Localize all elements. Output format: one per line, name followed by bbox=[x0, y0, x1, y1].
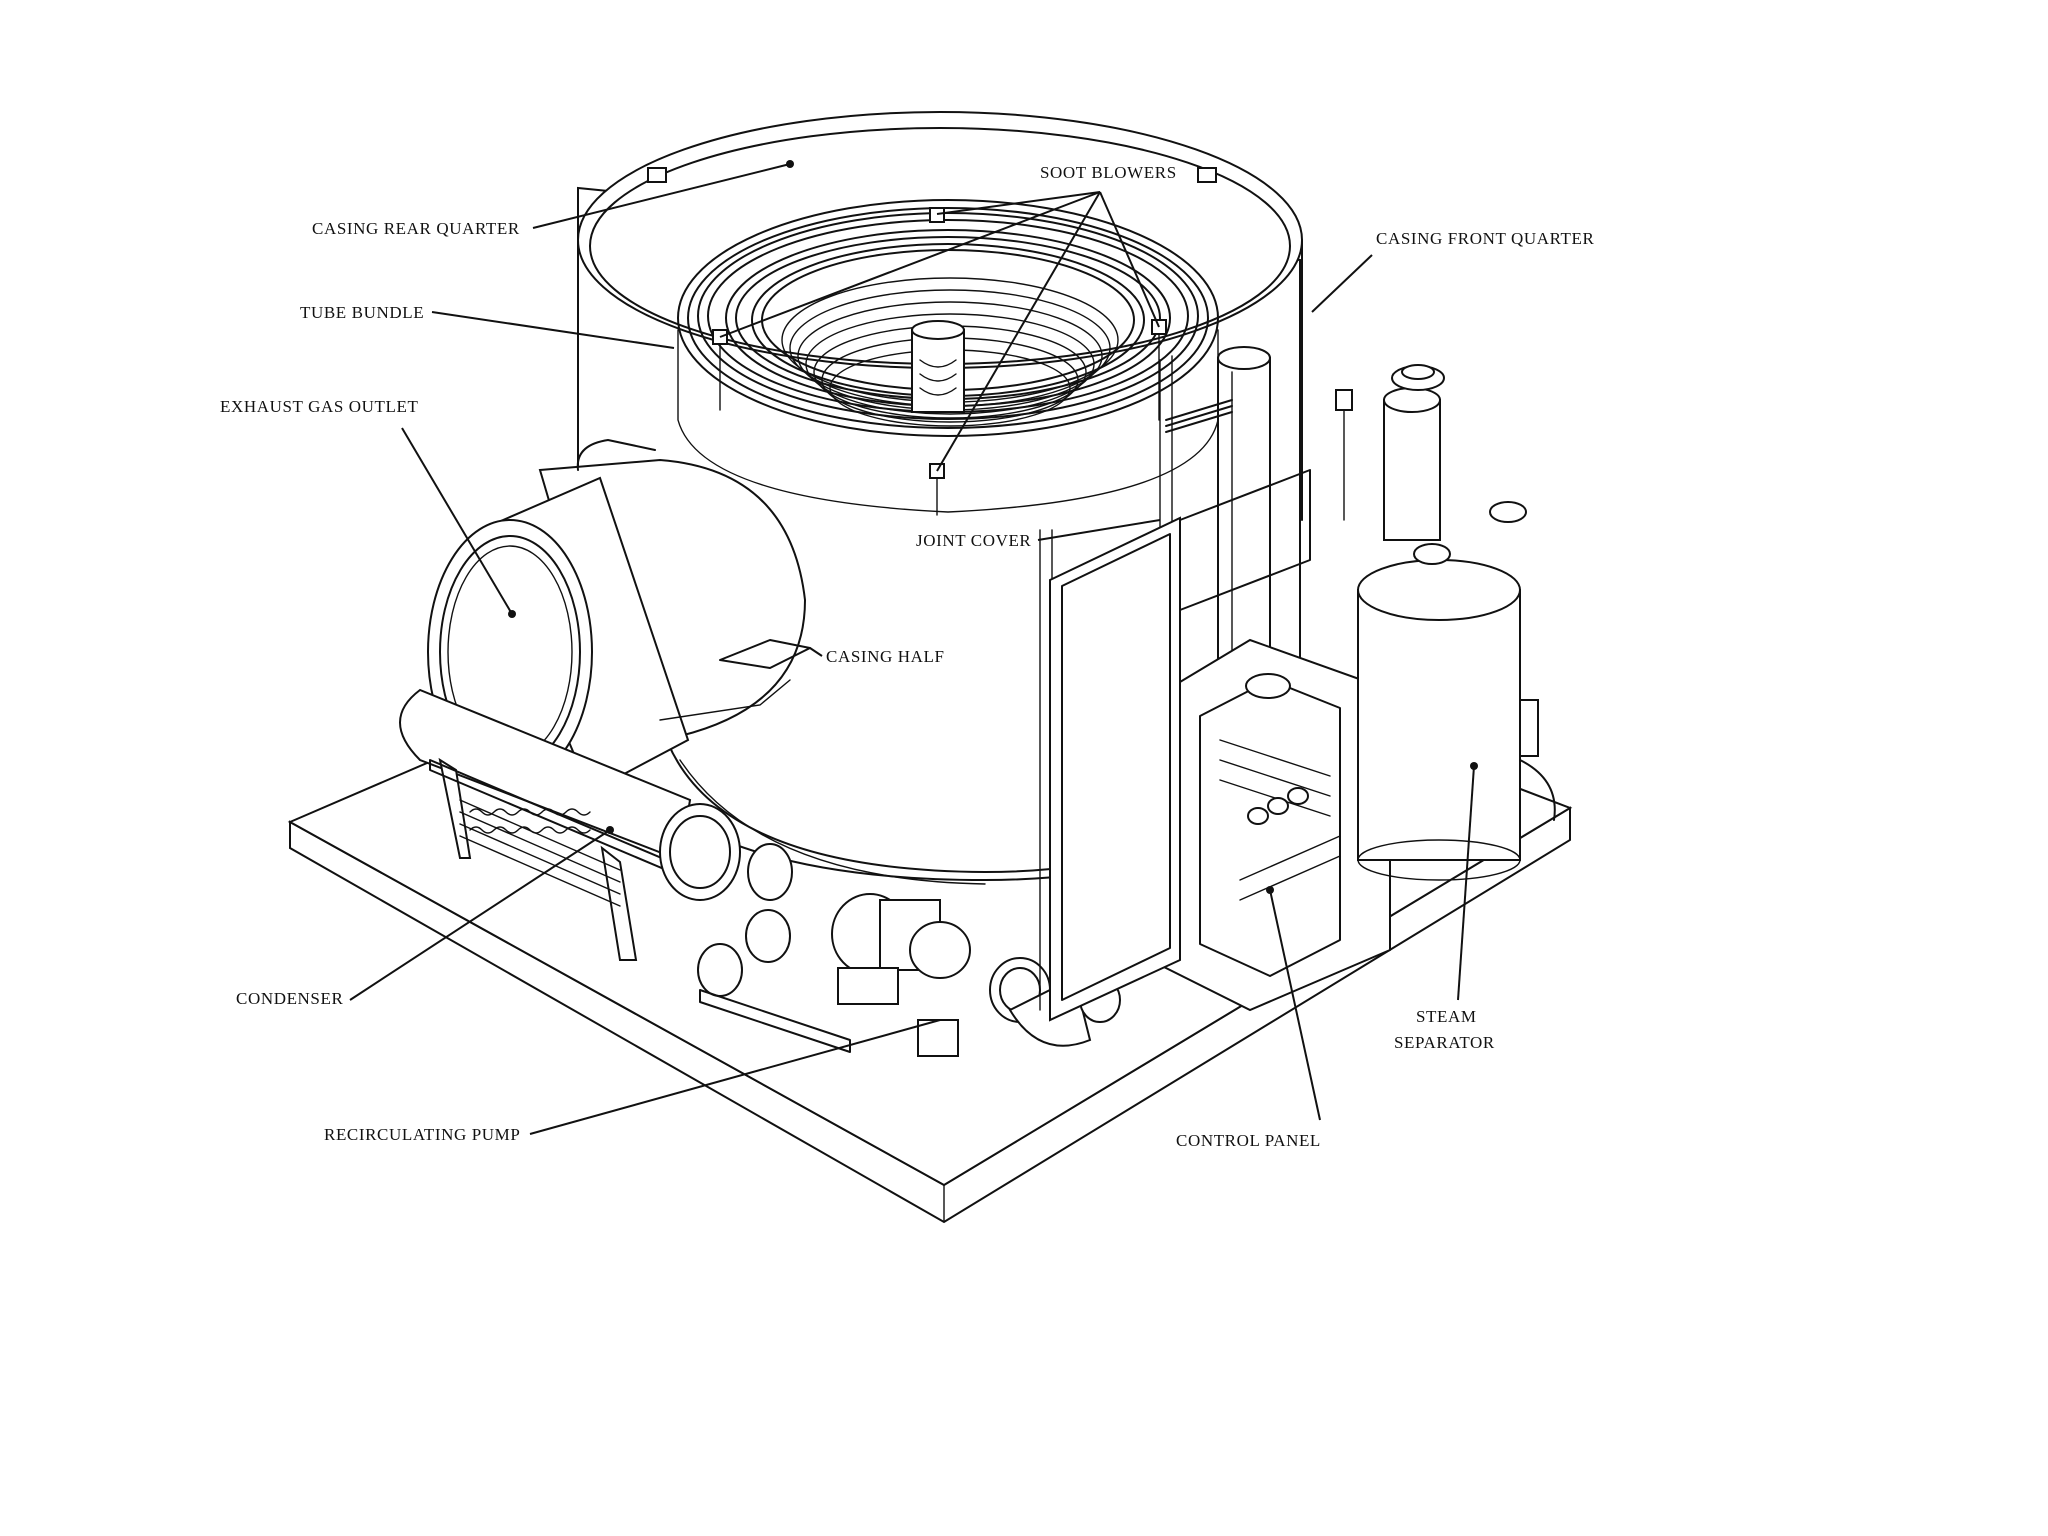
label-casing-half: CASING HALF bbox=[826, 647, 945, 666]
label-exhaust-gas-outlet: EXHAUST GAS OUTLET bbox=[220, 397, 418, 416]
tube-bundle bbox=[677, 199, 1219, 516]
label-recirculating-pump: RECIRCULATING PUMP bbox=[324, 1125, 520, 1144]
steam-separator bbox=[1357, 364, 1556, 881]
label-casing-front-quarter: CASING FRONT QUARTER bbox=[1376, 229, 1595, 248]
label-soot-blowers: SOOT BLOWERS bbox=[1040, 163, 1177, 182]
control-panel bbox=[1149, 389, 1391, 1012]
label-condenser: CONDENSER bbox=[236, 989, 343, 1008]
labels: SOOT BLOWERS CASING REAR QUARTER CASING … bbox=[220, 163, 1595, 1150]
label-joint-cover: JOINT COVER bbox=[916, 531, 1031, 550]
label-control-panel: CONTROL PANEL bbox=[1176, 1131, 1321, 1150]
label-steam-separator-line2: SEPARATOR bbox=[1394, 1033, 1495, 1052]
condenser bbox=[399, 688, 692, 961]
label-steam-separator-line1: STEAM bbox=[1416, 1007, 1477, 1026]
exhaust-gas-outlet bbox=[427, 439, 811, 794]
label-tube-bundle: TUBE BUNDLE bbox=[300, 303, 424, 322]
joint-cover bbox=[1049, 516, 1181, 1022]
leader-lines bbox=[349, 160, 1478, 1135]
label-casing-rear-quarter: CASING REAR QUARTER bbox=[312, 219, 520, 238]
